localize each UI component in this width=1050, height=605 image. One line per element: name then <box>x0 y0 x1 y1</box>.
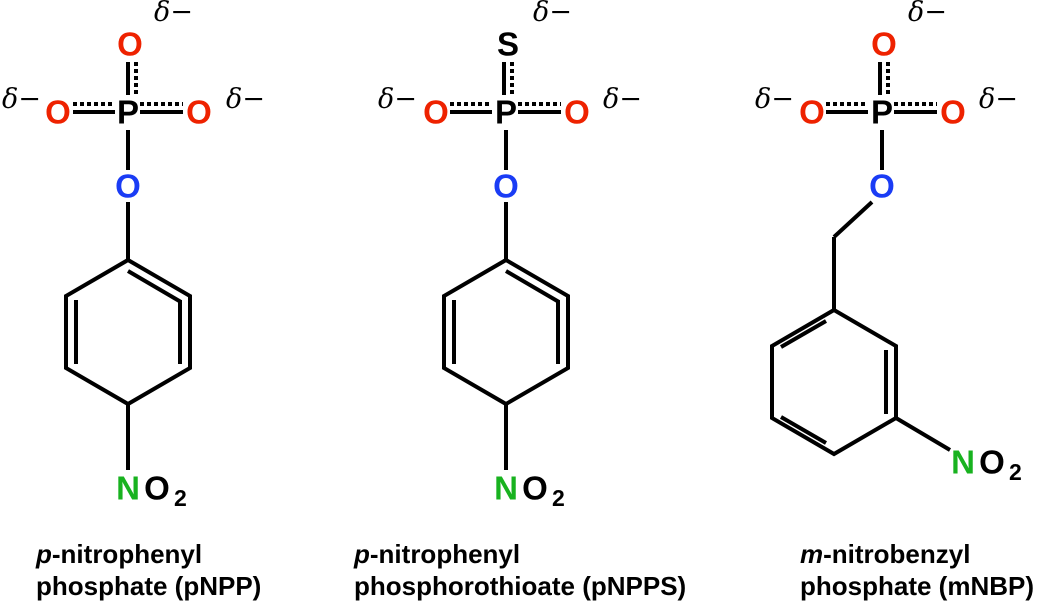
atom-oxygen-left: O <box>45 94 71 131</box>
atom-oxygen-right: O <box>940 94 966 131</box>
nitro-subscript: 2 <box>1009 459 1022 485</box>
atom-nitro-oxygen: O <box>144 470 170 507</box>
molecule-pnpp: O P O O O N O 2 δ− δ− δ− <box>2 0 265 511</box>
atom-phosphorus: P <box>495 94 517 131</box>
caption-line-1-text: -nitrophenyl <box>369 539 521 569</box>
benzene-ring <box>770 307 898 457</box>
atom-double: S <box>497 26 519 63</box>
caption-prefix: p <box>36 539 52 569</box>
benzene-ring <box>64 257 192 407</box>
charge-top: δ− <box>908 0 947 28</box>
charge-left: δ− <box>2 84 41 115</box>
charge-left: δ− <box>378 84 417 115</box>
caption-prefix: m <box>800 539 824 569</box>
atom-nitrogen: N <box>951 444 975 481</box>
atom-bridge-oxygen: O <box>493 168 519 205</box>
caption-line-2: phosphate (mNBP) <box>800 571 1034 601</box>
caption-mnbp: m-nitrobenzyl phosphate (mNBP) <box>800 538 1034 602</box>
atom-nitrogen: N <box>116 470 140 507</box>
caption-line-2: phosphorothioate (pNPPS) <box>354 571 687 601</box>
molecule-mnbp: O P O O O N O 2 δ− δ− δ− <box>755 0 1022 485</box>
caption-pnpp: p-nitrophenyl phosphate (pNPP) <box>36 538 261 602</box>
caption-line-1: p-nitrophenyl <box>354 538 686 570</box>
caption-pnpps: p-nitrophenyl phosphorothioate (pNPPS) <box>354 538 686 602</box>
charge-left: δ− <box>755 84 794 115</box>
charge-right: δ− <box>979 84 1018 115</box>
ring-double-bond-c <box>779 415 828 445</box>
nitro-subscript: 2 <box>174 485 187 511</box>
molecule-pnpps: S P O O O N O 2 δ− δ− δ− <box>378 0 642 511</box>
atom-double: O <box>117 26 143 63</box>
atom-bridge-oxygen: O <box>869 168 895 205</box>
ring-double-bond-a <box>779 319 828 349</box>
atom-oxygen-left: O <box>799 94 825 131</box>
atom-nitrogen: N <box>494 470 518 507</box>
bond-o-ch2 <box>832 200 874 239</box>
caption-line-1-text: -nitrobenzyl <box>823 539 971 569</box>
atom-oxygen-left: O <box>423 94 449 131</box>
atom-phosphorus: P <box>117 94 139 131</box>
atom-oxygen-right: O <box>186 94 212 131</box>
atom-nitro-oxygen: O <box>522 470 548 507</box>
atom-bridge-oxygen: O <box>115 168 141 205</box>
atom-double: O <box>871 26 897 63</box>
atom-oxygen-right: O <box>564 94 590 131</box>
caption-prefix: p <box>354 539 370 569</box>
caption-line-1: m-nitrobenzyl <box>800 538 1034 570</box>
caption-line-1: p-nitrophenyl <box>36 538 261 570</box>
atom-phosphorus: P <box>871 94 893 131</box>
benzene-ring <box>442 257 570 407</box>
ring-double-bond-a <box>504 269 561 304</box>
atom-nitro-oxygen: O <box>979 444 1005 481</box>
caption-line-1-text: -nitrophenyl <box>51 539 203 569</box>
charge-top: δ− <box>533 0 572 28</box>
charge-top: δ− <box>154 0 193 28</box>
caption-line-2: phosphate (pNPP) <box>36 571 262 601</box>
charge-right: δ− <box>603 84 642 115</box>
charge-right: δ− <box>226 84 265 115</box>
bond-ring-n <box>894 416 952 452</box>
nitro-subscript: 2 <box>552 485 565 511</box>
ring-double-bond-a <box>126 269 183 304</box>
